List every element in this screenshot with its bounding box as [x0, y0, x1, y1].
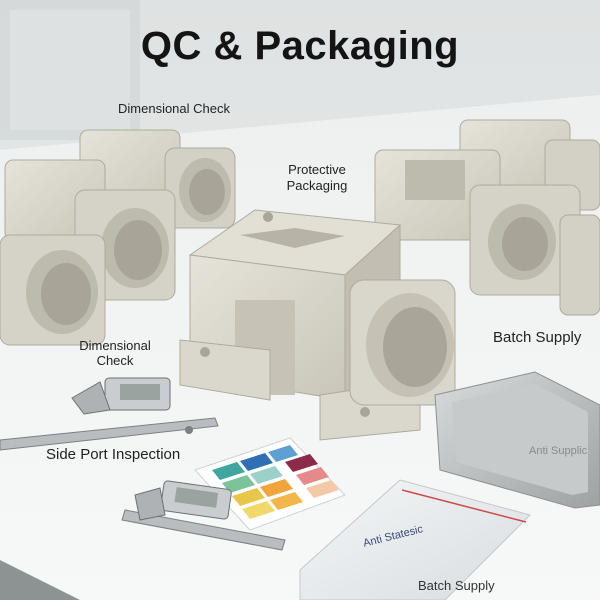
- color-chart: [194, 437, 346, 531]
- bolt-hole: [360, 407, 370, 417]
- caliper-beam: [121, 509, 286, 551]
- part-flange: [559, 214, 600, 316]
- label-side-port-inspection: Side Port Inspection: [46, 446, 181, 463]
- anti-static-bag: [299, 479, 531, 600]
- main-part-opening: [240, 228, 345, 248]
- page-title: QC & Packaging: [140, 24, 460, 68]
- metal-tray: [434, 371, 600, 509]
- label-batch-supply-right: Batch Supply: [493, 329, 582, 346]
- main-part: [179, 209, 456, 441]
- caliper-lower: [121, 480, 286, 551]
- caliper-display: [174, 487, 219, 508]
- caliper-jaw: [134, 487, 166, 521]
- tray-base: [452, 384, 588, 495]
- part-window: [405, 160, 465, 200]
- caliper-screw: [185, 426, 193, 434]
- window-pane: [10, 10, 130, 130]
- caliper-display: [120, 384, 160, 400]
- part-port-inner: [41, 263, 91, 325]
- part-port-inner: [189, 169, 225, 215]
- bag-body: [299, 479, 531, 600]
- bolt-hole: [263, 212, 273, 222]
- bolt-hole: [200, 347, 210, 357]
- main-part-port-inner: [383, 307, 447, 387]
- part-port-inner: [114, 220, 162, 280]
- part-port-inner: [502, 217, 548, 271]
- part-group-left: [0, 129, 236, 346]
- label-batch-supply-bottom: Batch Supply: [418, 578, 495, 593]
- caliper-beam: [0, 417, 219, 451]
- label-protective-packaging: Protective Packaging: [286, 162, 348, 193]
- label-dimensional-check-top: Dimensional Check: [118, 101, 230, 116]
- caliper-jaw: [71, 381, 111, 415]
- label-dimensional-check-left: Dimensional Check: [79, 338, 151, 368]
- caliper-upper: [0, 377, 219, 451]
- part-group-right: [374, 119, 600, 316]
- table-shadow: [0, 560, 80, 600]
- bag-zip-seal: [401, 489, 527, 523]
- label-anti-static-tray: Anti Supplic: [529, 445, 588, 457]
